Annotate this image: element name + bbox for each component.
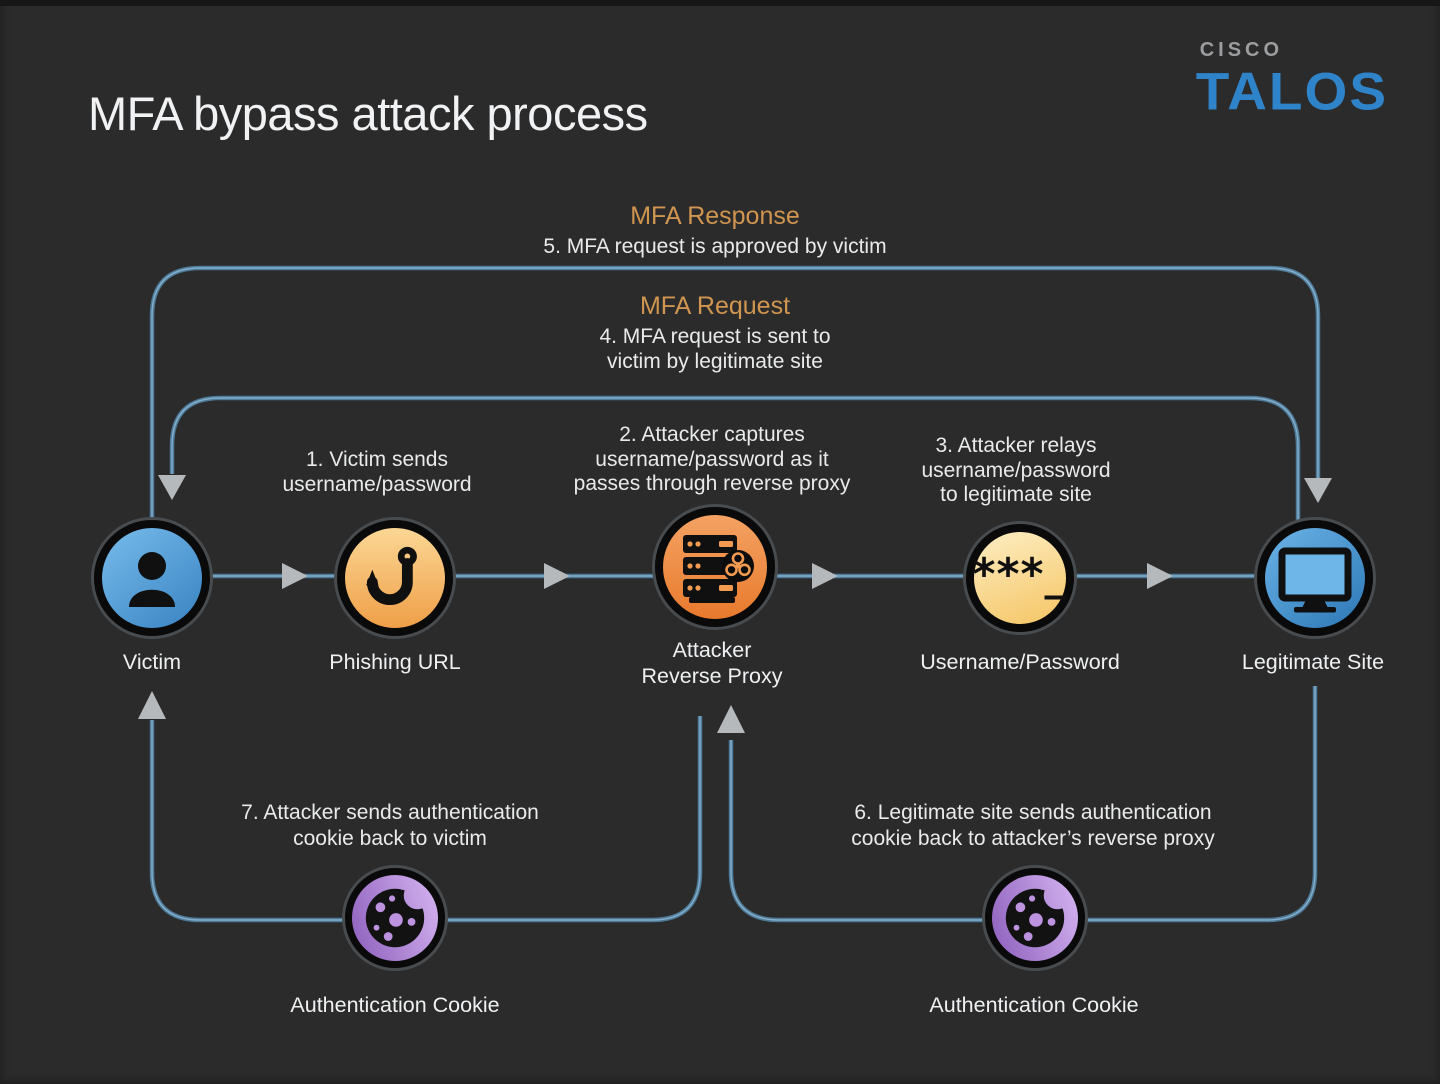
legitimate-site-node [1257, 520, 1373, 636]
step-3-annotation: 3. Attacker relays username/password to … [921, 434, 1111, 506]
mfa-response-annotation: MFA Response 5. MFA request is approved … [543, 201, 886, 260]
authentication-cookie-label: Authentication Cookie [290, 993, 500, 1017]
victim-label: Victim [122, 650, 182, 674]
attacker-reverse-proxy-label: Attacker Reverse Proxy [641, 638, 783, 688]
monitor-icon [1278, 547, 1352, 613]
cisco-talos-logo: CISCO TALOS [1196, 40, 1388, 119]
step-1-annotation: 1. Victim sends username/password [282, 448, 472, 496]
page-title: MFA bypass attack process [88, 87, 648, 140]
authentication-cookie-label: Authentication Cookie [929, 993, 1139, 1017]
server-biohazard-icon [683, 535, 754, 603]
authentication-cookie-node [985, 868, 1085, 968]
attacker-reverse-proxy-node [655, 507, 775, 627]
username-password-node: ***_ [966, 524, 1074, 632]
mfa-request-heading: MFA Request [639, 292, 791, 320]
arrow-up-icon [717, 705, 745, 733]
step-7-annotation: 7. Attacker sends authentication cookie … [241, 801, 539, 850]
mfa-response-heading: MFA Response [630, 202, 800, 230]
step-2-annotation: 2. Attacker captures username/password a… [573, 423, 851, 495]
person-icon [129, 552, 175, 607]
cookie-icon [365, 888, 425, 948]
step-4-text: 4. MFA request is sent to [599, 325, 831, 348]
arrow-right-icon [282, 563, 308, 589]
cisco-wordmark: CISCO [1199, 39, 1284, 61]
arrow-up-icon [138, 691, 166, 719]
hook-icon [366, 546, 417, 606]
arrow-down-icon [158, 475, 186, 500]
authentication-cookie-node [345, 868, 445, 968]
mfa-request-annotation: MFA Request 4. MFA request is sent to vi… [599, 291, 830, 374]
arrow-down-icon [1304, 478, 1332, 503]
arrow-right-icon [544, 563, 570, 589]
phishing-url-label: Phishing URL [329, 650, 461, 674]
step-6-annotation: 6. Legitimate site sends authentication … [851, 801, 1215, 850]
phishing-url-node [337, 520, 453, 636]
cookie-icon [1005, 888, 1065, 948]
arrow-right-icon [812, 563, 838, 589]
arrow-right-icon [1147, 563, 1173, 589]
victim-node [94, 520, 210, 636]
talos-wordmark: TALOS [1195, 61, 1388, 121]
legitimate-site-label: Legitimate Site [1241, 650, 1385, 674]
step-5-text: 5. MFA request is approved by victim [543, 235, 887, 258]
step-4-text: victim by legitimate site [607, 349, 823, 373]
password-asterisks-icon: ***_ [972, 549, 1068, 600]
username-password-label: Username/Password [920, 650, 1120, 674]
